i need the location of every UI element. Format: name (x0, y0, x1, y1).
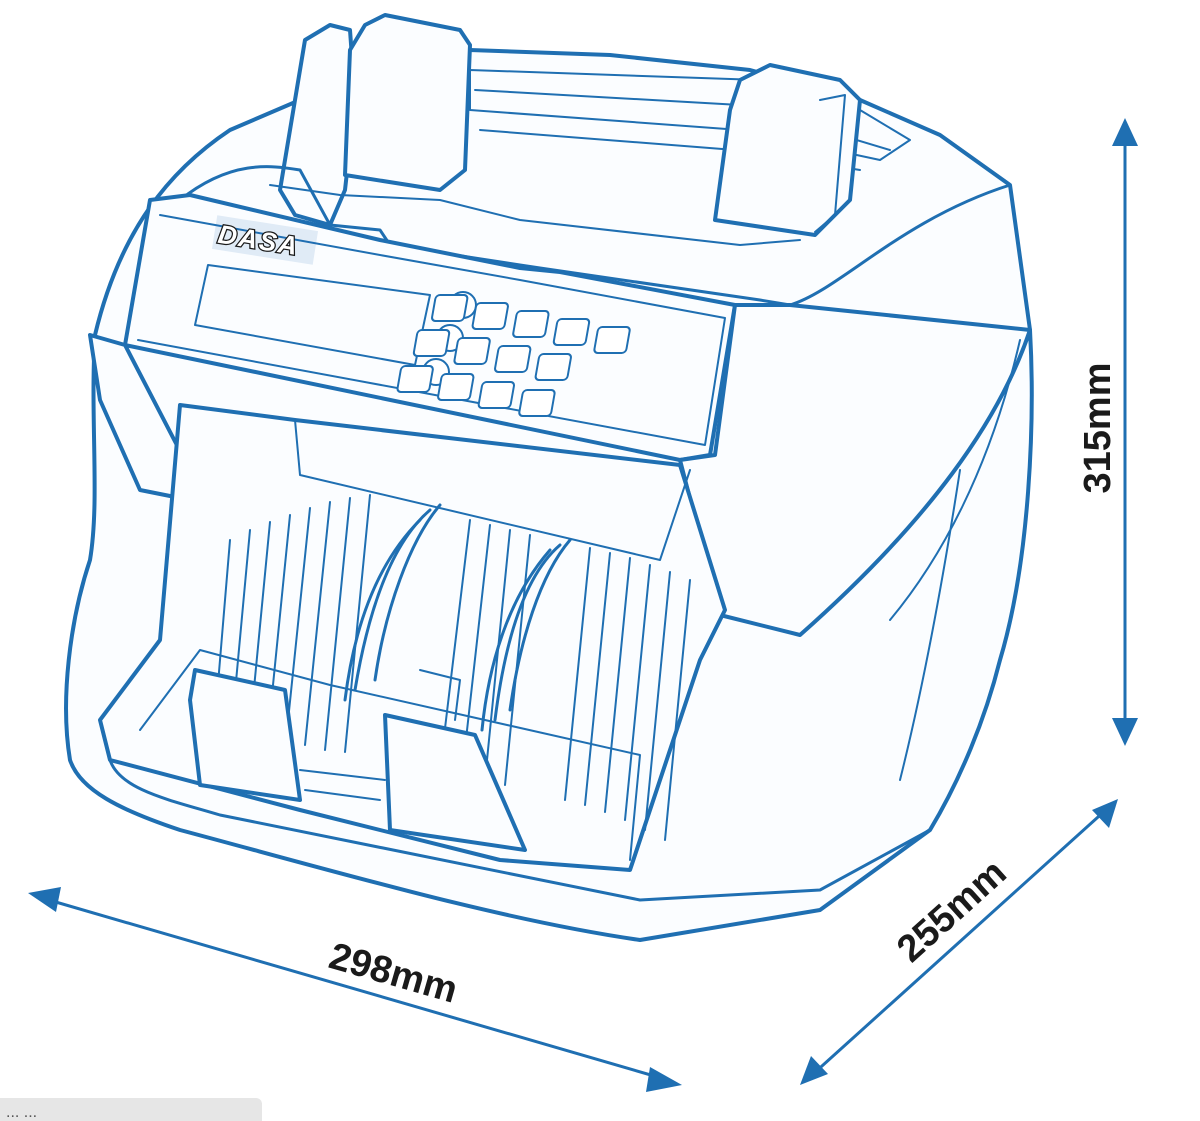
hopper-guide-right (713, 63, 862, 237)
keypad-button (412, 329, 451, 357)
front-stop-left (188, 668, 302, 802)
feed-rollers (343, 503, 572, 732)
keypad-button (431, 294, 469, 322)
keypad-button (453, 337, 491, 365)
front-stop-right (383, 713, 527, 852)
keypad-button (552, 318, 591, 346)
keypad-button (512, 310, 550, 338)
dimension-height: 315mm (1077, 118, 1138, 746)
keypad-button (494, 345, 532, 373)
hopper-guide-left-front (343, 13, 472, 192)
keypad-button (396, 365, 434, 393)
control-panel (123, 193, 737, 462)
keypad (396, 291, 631, 417)
keypad-button (518, 389, 556, 417)
height-label: 315mm (1077, 363, 1119, 494)
keypad-button (477, 381, 516, 409)
currency-counter-machine: DASA (64, 13, 1034, 942)
hopper-guide-left (278, 23, 357, 227)
keypad-button (534, 353, 572, 381)
caption-tab: ... ... (0, 1098, 262, 1121)
keypad-button (593, 326, 631, 354)
right-side-panel (678, 303, 1032, 637)
keypad-button (437, 373, 475, 401)
keypad-button (471, 302, 509, 330)
